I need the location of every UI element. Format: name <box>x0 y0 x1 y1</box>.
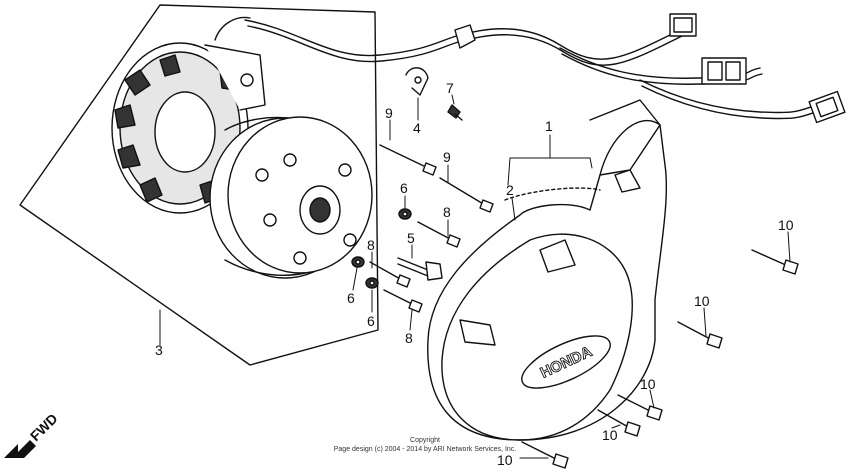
cover-bolt <box>521 441 569 469</box>
callout-10: 10 <box>778 217 794 233</box>
cover-bolt <box>597 409 641 437</box>
callout-10: 10 <box>640 376 656 392</box>
long-bolt <box>379 144 437 176</box>
medium-bolt <box>369 261 411 288</box>
callout-9: 9 <box>443 149 451 165</box>
callout-6: 6 <box>400 180 408 196</box>
callout-8: 8 <box>405 330 413 346</box>
connector-3 <box>808 90 846 124</box>
washer <box>398 208 412 220</box>
callout-10: 10 <box>497 452 513 468</box>
medium-bolt <box>417 221 461 248</box>
callout-4: 4 <box>413 120 421 136</box>
cover-gasket <box>504 187 601 201</box>
cover-logo-plate <box>521 335 611 389</box>
callout-1: 1 <box>545 118 553 134</box>
copyright-line: Copyright <box>410 437 440 444</box>
callout-2: 2 <box>506 182 514 198</box>
crankcase-cover <box>427 99 668 441</box>
callout-5: 5 <box>407 230 415 246</box>
cover-bolt <box>617 394 663 421</box>
leader-lines <box>159 94 791 459</box>
callout-3: 3 <box>155 342 163 358</box>
fwd-arrow-icon <box>4 440 36 458</box>
washer <box>351 256 365 268</box>
connector-2 <box>701 57 747 85</box>
connector-1 <box>669 13 697 37</box>
callout-7: 7 <box>446 80 454 96</box>
callout-8: 8 <box>443 204 451 220</box>
stud-bolt <box>397 257 443 281</box>
callout-10: 10 <box>694 293 710 309</box>
screw <box>447 104 463 121</box>
long-bolt <box>439 177 494 213</box>
copyright-notice: Page design (c) 2004 - 2014 by ARI Netwo… <box>333 446 517 453</box>
callout-6: 6 <box>347 290 355 306</box>
wire-clamp <box>405 67 429 96</box>
flywheel-rotor <box>209 116 373 279</box>
medium-bolt <box>383 289 423 313</box>
fwd-label: FWD <box>27 410 61 444</box>
washer <box>365 277 379 289</box>
callout-10: 10 <box>602 427 618 443</box>
cover-bolt <box>677 321 723 349</box>
callout-6: 6 <box>367 313 375 329</box>
callout-9: 9 <box>385 105 393 121</box>
callout-8: 8 <box>367 237 375 253</box>
cover-bolt <box>751 249 799 275</box>
kit-boundary-line <box>19 4 379 366</box>
